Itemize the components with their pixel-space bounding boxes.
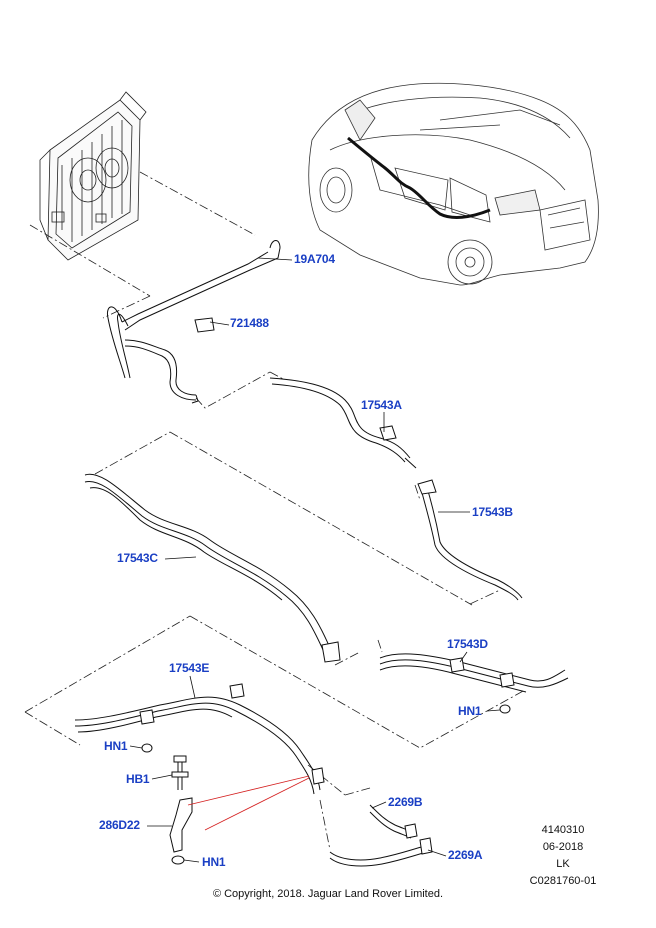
dashdot-lines bbox=[24, 171, 526, 851]
pipe-19A704 bbox=[106, 240, 281, 379]
callout-2269B[interactable]: 2269B bbox=[388, 795, 423, 809]
drawing-initials: LK bbox=[556, 858, 570, 870]
callout-286D22[interactable]: 286D22 bbox=[99, 818, 140, 832]
pipe-17543C bbox=[84, 473, 341, 663]
drawing-date: 06-2018 bbox=[542, 841, 584, 853]
callout-17543B[interactable]: 17543B bbox=[472, 505, 513, 519]
callout-hn1-bottom[interactable]: HN1 bbox=[202, 855, 226, 869]
callout-hn1-left[interactable]: HN1 bbox=[104, 739, 128, 753]
callout-19A704[interactable]: 19A704 bbox=[294, 252, 335, 266]
callout-17543C[interactable]: 17543C bbox=[117, 551, 158, 565]
pipe-2269 bbox=[329, 804, 433, 867]
vehicle-pipe-route bbox=[347, 136, 491, 219]
callout-2269A[interactable]: 2269A bbox=[448, 848, 483, 862]
pipe-17543B bbox=[417, 479, 523, 601]
radiator-assembly bbox=[39, 91, 147, 261]
callout-17543E[interactable]: 17543E bbox=[169, 661, 210, 675]
callout-hb1[interactable]: HB1 bbox=[126, 772, 150, 786]
red-leader-lines bbox=[187, 775, 310, 831]
vehicle-illustration bbox=[308, 83, 599, 286]
pipe-17543D bbox=[379, 653, 569, 714]
callout-leaders bbox=[129, 257, 501, 863]
callout-hn1-right[interactable]: HN1 bbox=[458, 704, 482, 718]
callout-17543D[interactable]: 17543D bbox=[447, 637, 488, 651]
drawing-number: 4140310 bbox=[541, 824, 585, 836]
bracket-286D22 bbox=[169, 755, 193, 865]
pipe-17543E bbox=[74, 683, 325, 795]
pipe-17543A bbox=[269, 377, 417, 469]
callout-17543A[interactable]: 17543A bbox=[361, 398, 402, 412]
callout-721488[interactable]: 721488 bbox=[230, 316, 269, 330]
pipe-721488-assy bbox=[124, 317, 215, 404]
copyright-notice: © Copyright, 2018. Jaguar Land Rover Lim… bbox=[212, 888, 444, 900]
drawing-code: C0281760-01 bbox=[529, 875, 597, 887]
